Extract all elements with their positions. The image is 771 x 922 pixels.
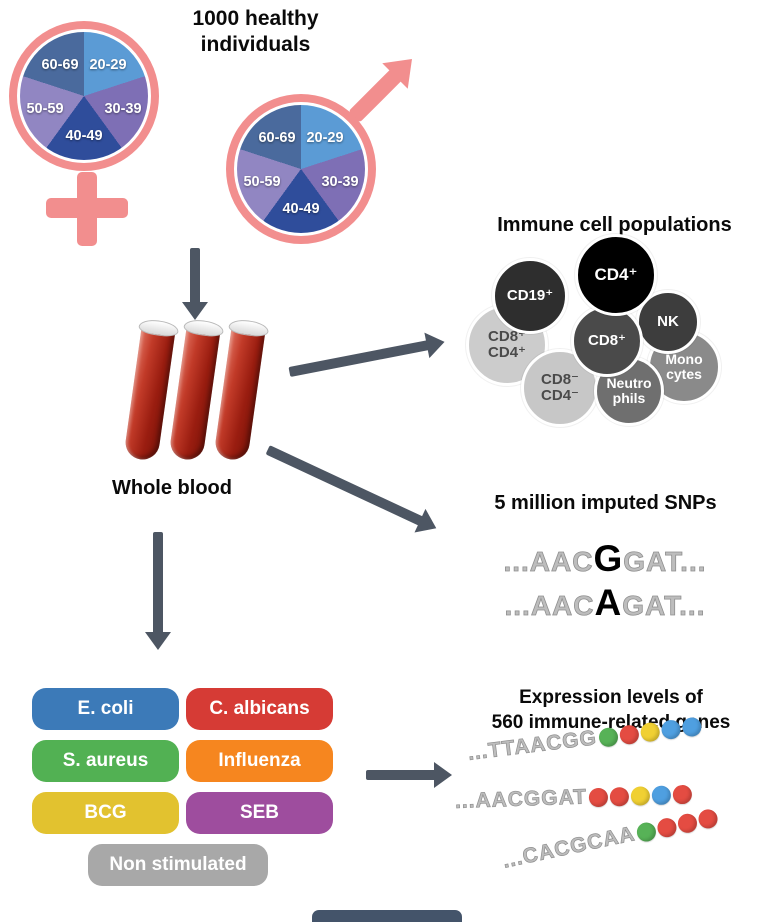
- male-age-pie: 20-29 30-39 40-49 50-59 60-69: [237, 105, 365, 233]
- expression-dot: [630, 785, 651, 806]
- age-group-label: 60-69: [41, 57, 79, 73]
- expression-dot: [696, 807, 720, 830]
- male-age-ring: 20-29 30-39 40-49 50-59 60-69: [226, 94, 376, 244]
- immune-cells-title: Immune cell populations: [497, 214, 732, 236]
- stimulus-label: S. aureus: [62, 750, 149, 771]
- age-group-label: 40-49: [282, 201, 320, 217]
- age-group-label: 20-29: [306, 130, 344, 146]
- blood-tubes-icon: [122, 317, 292, 485]
- expression-dot: [651, 784, 672, 805]
- age-group-label: 20-29: [89, 57, 127, 73]
- stimulus-influenza: Influenza: [186, 740, 333, 782]
- age-group-label: 30-39: [321, 174, 359, 190]
- expression-dot: [634, 820, 658, 843]
- snps-title: 5 million imputed SNPs: [494, 492, 717, 514]
- expression-dot: [660, 718, 682, 740]
- expression-dot: [655, 815, 678, 839]
- age-group-label: 40-49: [65, 128, 103, 144]
- female-symbol-crossbar: [46, 198, 128, 218]
- snp-sequence-2: ...AACAGAT...: [440, 582, 770, 624]
- age-group-label: 50-59: [243, 174, 281, 190]
- sequence-text: ...AAC: [504, 590, 595, 622]
- stimulus-label: E. coli: [77, 698, 134, 719]
- cell-nk: NK: [636, 290, 700, 354]
- snp-variant-allele: G: [593, 538, 624, 579]
- whole-blood-label: Whole blood: [112, 477, 232, 499]
- cell-label: NK: [657, 313, 679, 331]
- cropped-bottom-element: [312, 910, 462, 922]
- stimulus-s-aureus: S. aureus: [32, 740, 179, 782]
- expression-dot: [618, 723, 640, 745]
- sequence-text: ...CACGCAA: [500, 822, 638, 873]
- gene-expression-row: ...AACGGAT: [454, 782, 693, 814]
- stimulus-bcg: BCG: [32, 792, 179, 834]
- female-age-ring: 20-29 30-39 40-49 50-59 60-69: [9, 21, 159, 171]
- stimulus-seb: SEB: [186, 792, 333, 834]
- snp-variant-allele: A: [594, 582, 623, 623]
- gene-expression-row: ...CACGCAA: [500, 805, 720, 874]
- arrow-blood-to-cells-icon: [287, 329, 448, 385]
- cell-label: CD4⁺: [594, 265, 638, 285]
- snp-sequence-1: ...AACGGAT...: [440, 538, 770, 580]
- expression-dot: [680, 715, 703, 738]
- cell-label: CD8⁻ CD4⁻: [541, 371, 579, 404]
- stimulus-label: SEB: [239, 802, 280, 823]
- cell-label: CD8⁺ CD4⁺: [488, 328, 526, 361]
- stimulus-label: Non stimulated: [109, 854, 247, 875]
- cell-cd8: CD8⁺: [571, 305, 643, 377]
- expression-dot: [597, 726, 619, 748]
- arrow-cohort-to-blood-icon: [182, 248, 208, 320]
- sequence-text: GAT...: [622, 590, 706, 622]
- sequence-text: GAT...: [623, 546, 707, 578]
- stimulus-label: C. albicans: [209, 698, 310, 719]
- stimulus-e-coli: E. coli: [32, 688, 179, 730]
- expression-dot: [609, 786, 630, 807]
- stimulus-c-albicans: C. albicans: [186, 688, 333, 730]
- sequence-text: ...AAC: [503, 546, 594, 578]
- expression-dot: [639, 721, 661, 743]
- cell-cd19: CD19⁺: [492, 258, 568, 334]
- stimulus-label: BCG: [84, 802, 127, 823]
- cell-label: Neutro phils: [606, 375, 652, 406]
- cell-cd4: CD4⁺: [575, 234, 657, 316]
- cell-label: CD8⁺: [588, 332, 626, 350]
- expression-dot: [672, 784, 693, 804]
- arrow-stimuli-to-expression-icon: [366, 762, 452, 788]
- cohort-title: 1000 healthy individuals: [192, 7, 319, 57]
- age-group-label: 30-39: [104, 101, 142, 117]
- expression-dot: [588, 787, 609, 807]
- immune-cells-cluster: CD19⁺ CD8⁺ CD4⁺ CD8⁻ CD4⁻ Mono cytes NK …: [466, 234, 770, 435]
- arrow-blood-to-stimuli-icon: [145, 532, 171, 650]
- stimulus-label: Influenza: [218, 750, 301, 771]
- female-age-pie: 20-29 30-39 40-49 50-59 60-69: [20, 32, 148, 160]
- cell-label: Mono cytes: [665, 351, 703, 382]
- sequence-text: ...AACGGAT: [454, 785, 588, 813]
- expression-dot: [675, 811, 699, 835]
- stimulus-non-stimulated: Non stimulated: [88, 844, 268, 886]
- age-group-label: 60-69: [258, 130, 296, 146]
- cell-label: CD19⁺: [506, 287, 554, 305]
- age-group-label: 50-59: [26, 101, 64, 117]
